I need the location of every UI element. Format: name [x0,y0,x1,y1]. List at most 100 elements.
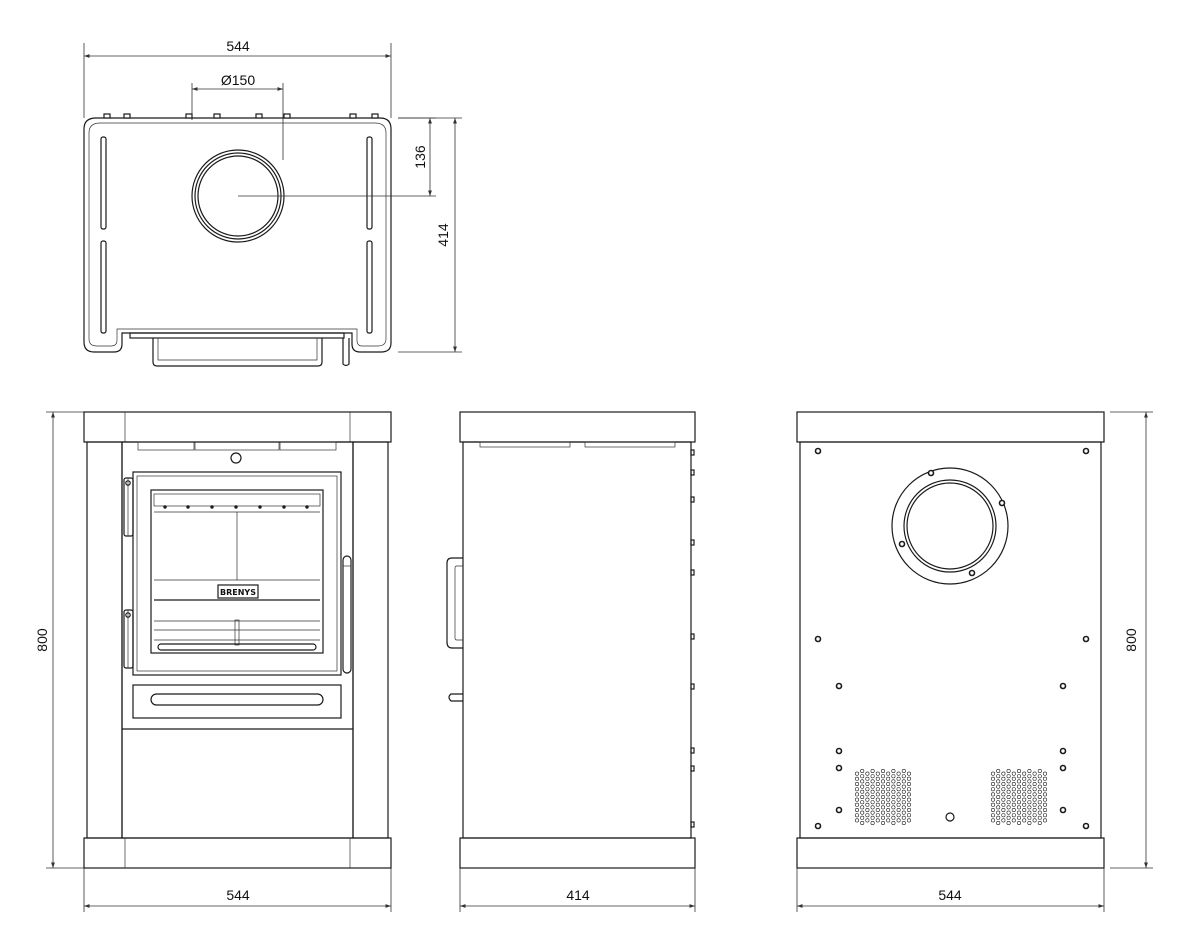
vent-hole [990,807,995,812]
side-depth-dimension: 414 [459,868,696,912]
vent-hole [990,787,995,792]
vent-hole [1043,813,1048,818]
vent-hole [1037,810,1042,815]
vent-hole [880,794,885,799]
vent-hole [896,818,901,823]
vent-hole [870,820,875,825]
vent-hole [1043,781,1048,786]
vent-hole [870,805,875,810]
vent-hole [1037,800,1042,805]
vent-hole [875,813,880,818]
top-width-dimension: 544 [83,38,392,118]
vent-hole [860,784,865,789]
vent-hole [1016,800,1021,805]
vent-hole [860,815,865,820]
vent-hole [1037,779,1042,784]
vent-hole [1001,818,1006,823]
vent-hole [891,779,896,784]
vent-hole [860,800,865,805]
top-width-label: 544 [226,38,250,54]
front-height-dimension: 800 [34,411,84,869]
vent-hole [886,781,891,786]
vent-hole [891,768,896,773]
vent-hole [875,802,880,807]
vent-hole [1043,802,1048,807]
vent-hole [1011,807,1016,812]
vent-hole [896,771,901,776]
vent-hole [1032,771,1037,776]
brand-plate: BRENYS [217,584,259,599]
vent-hole [870,800,875,805]
vent-hole [886,813,891,818]
vent-hole [906,802,911,807]
vent-hole [875,787,880,792]
top-depth-dimension: 414 [398,117,462,353]
vent-hole [860,789,865,794]
vent-hole [1022,813,1027,818]
vent-hole [1006,800,1011,805]
vent-hole [1016,805,1021,810]
vent-hole [1001,807,1006,812]
vent-hole [906,792,911,797]
vent-hole [1027,794,1032,799]
vent-hole [880,810,885,815]
vent-hole [896,797,901,802]
vent-hole [1016,774,1021,779]
vent-hole [1016,779,1021,784]
vent-hole [990,802,995,807]
vent-hole [1006,794,1011,799]
vent-hole [1001,802,1006,807]
vent-hole [875,818,880,823]
back-width-dimension: 544 [796,868,1105,912]
vent-hole [1037,815,1042,820]
vent-hole [990,818,995,823]
vent-hole [1043,797,1048,802]
vent-hole [1027,805,1032,810]
vent-hole [901,774,906,779]
vent-hole [906,807,911,812]
front-height-label: 800 [34,628,50,652]
front-width-label: 544 [226,887,250,903]
front-width-dimension: 544 [83,868,392,912]
flue-diameter-label: Ø150 [221,72,255,88]
vent-hole [906,781,911,786]
vent-hole [1006,810,1011,815]
vent-hole [1001,787,1006,792]
vent-hole [854,776,859,781]
vent-hole [1043,792,1048,797]
vent-hole [860,794,865,799]
vent-hole [896,776,901,781]
vent-hole [891,774,896,779]
vent-hole [1016,768,1021,773]
flue-offset-label: 136 [412,145,428,169]
vent-hole [1011,813,1016,818]
vent-hole [1027,768,1032,773]
vent-hole [865,781,870,786]
vent-hole [865,813,870,818]
vent-hole [896,787,901,792]
vent-hole [870,774,875,779]
vent-hole [1022,776,1027,781]
vent-hole [1006,820,1011,825]
vent-hole [1006,768,1011,773]
back-view: 800 544 [796,411,1153,912]
vent-hole [886,807,891,812]
vent-hole [901,805,906,810]
vent-hole [1001,797,1006,802]
vent-hole [996,820,1001,825]
vent-hole [906,771,911,776]
vent-hole [891,820,896,825]
vent-hole [860,768,865,773]
vent-hole [1032,802,1037,807]
vent-hole [880,768,885,773]
vent-hole [1006,784,1011,789]
vent-hole [1037,789,1042,794]
back-height-label: 800 [1123,628,1139,652]
vent-hole [865,802,870,807]
vent-hole [990,797,995,802]
vent-hole [870,789,875,794]
vent-hole [996,779,1001,784]
vent-hole [875,792,880,797]
vent-hole [996,789,1001,794]
vent-hole [1006,774,1011,779]
